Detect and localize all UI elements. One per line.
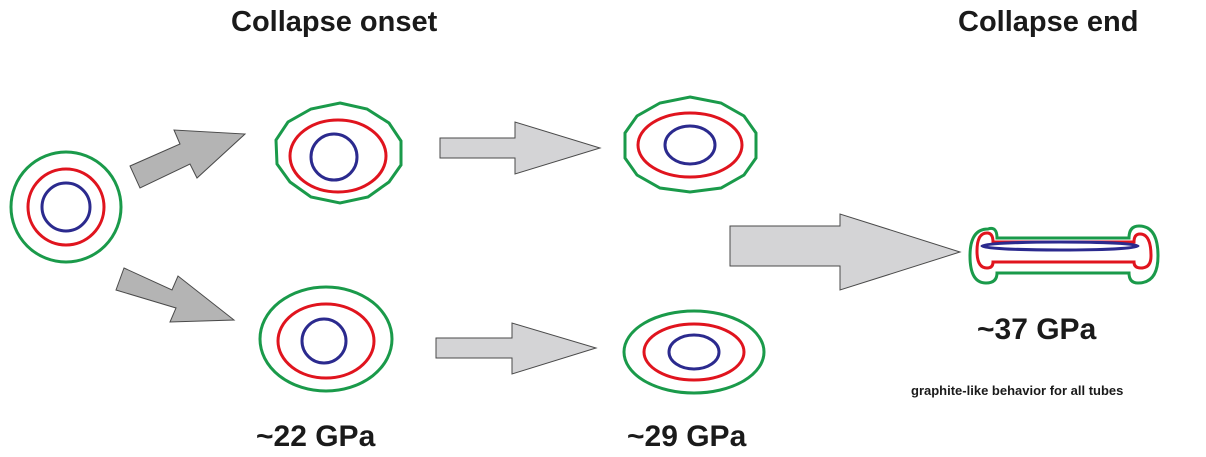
inner-tube-ring <box>667 333 721 371</box>
outer-tube-ring <box>274 101 403 205</box>
arrow-up-right <box>129 129 247 189</box>
heading-collapse-onset: Collapse onset <box>231 6 438 38</box>
middle-tube-ring <box>636 111 744 179</box>
middle-tube-ring <box>26 167 106 247</box>
arrow-right-top <box>439 121 602 175</box>
arrow-right-bottom <box>435 322 598 375</box>
inner-tube-ring <box>309 132 359 182</box>
inner-tube-ring <box>663 124 717 166</box>
outer-tube-ring <box>968 224 1160 285</box>
inner-tube-ring <box>300 317 348 365</box>
graphite-note: graphite-like behavior for all tubes <box>911 383 1124 398</box>
heading-collapse-end: Collapse end <box>958 6 1139 38</box>
pressure-label-22: ~22 GPa <box>256 420 376 453</box>
middle-tube-ring <box>642 322 746 382</box>
polygonal-cross-section-top-2 <box>623 95 758 194</box>
pressure-label-29: ~29 GPa <box>627 420 747 453</box>
outer-tube-ring <box>622 309 766 395</box>
elliptical-cross-section-bottom-1 <box>258 285 394 393</box>
middle-tube-ring <box>975 231 1153 270</box>
arrow-down-right <box>115 267 236 323</box>
polygonal-cross-section-top-1 <box>274 101 403 205</box>
elliptical-cross-section-bottom-2 <box>622 309 766 395</box>
outer-tube-ring <box>258 285 394 393</box>
pressure-label-37: ~37 GPa <box>977 313 1097 346</box>
outer-tube-ring <box>9 150 123 264</box>
collapsed-cross-section <box>968 224 1160 285</box>
middle-tube-ring <box>288 118 388 194</box>
initial-cross-section <box>9 150 123 264</box>
arrow-right-large <box>729 213 962 291</box>
outer-tube-ring <box>623 95 758 194</box>
inner-tube-ring <box>980 240 1140 252</box>
inner-tube-ring <box>40 181 92 233</box>
middle-tube-ring <box>276 302 376 380</box>
